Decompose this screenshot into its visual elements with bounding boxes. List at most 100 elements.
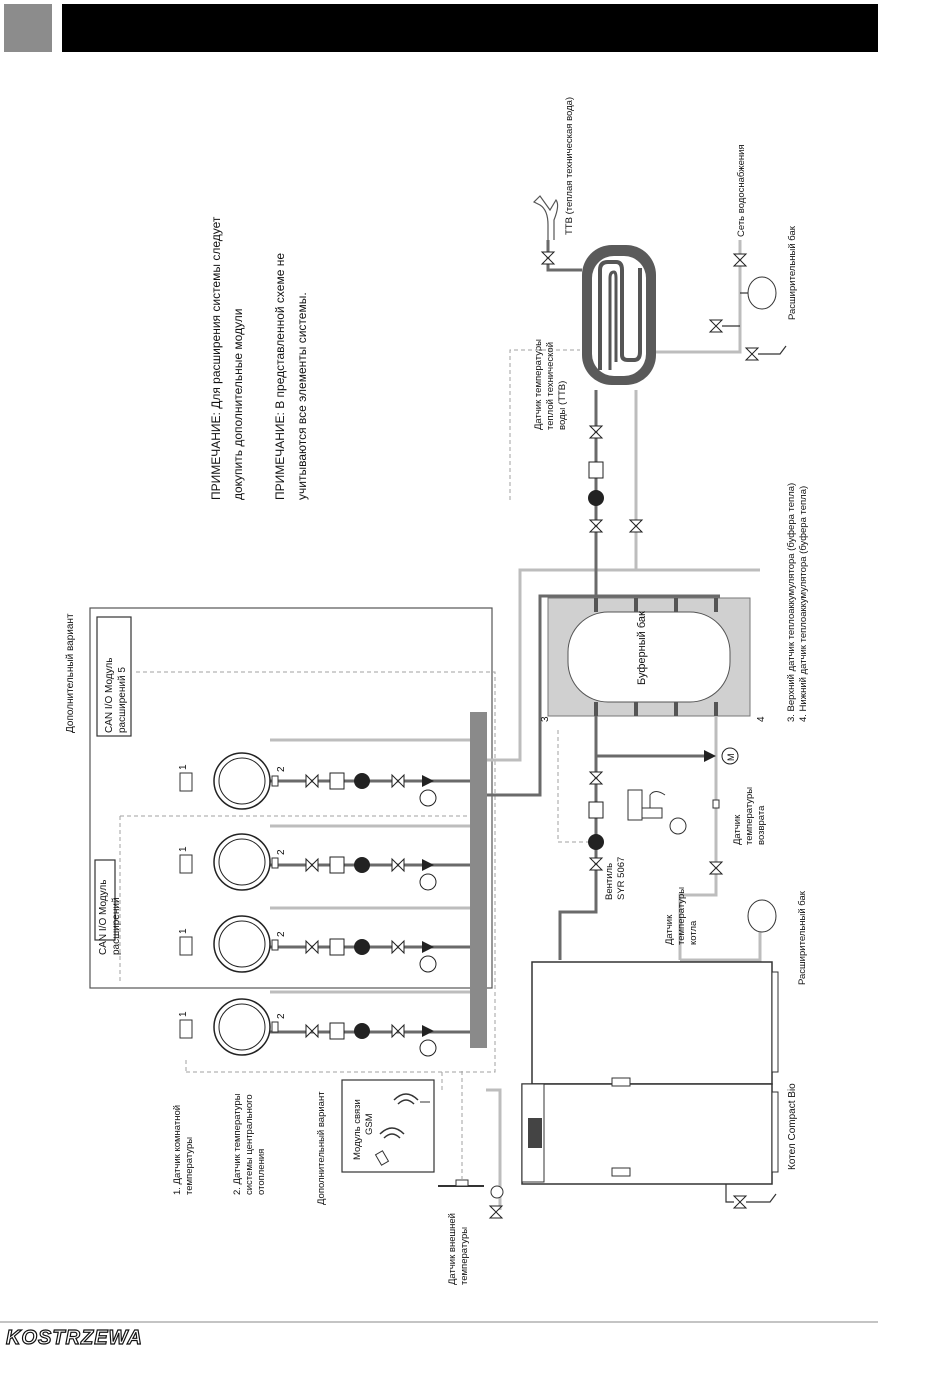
can-module-5-line1: CAN I/O Модуль xyxy=(104,658,115,733)
circuit-number-labels: 1 2 1 2 1 2 1 2 xyxy=(178,764,287,1019)
check-valve-1-icon xyxy=(329,772,345,790)
return-sensor-l1: Датчик xyxy=(732,814,743,845)
return-sensor-l2: температуры xyxy=(744,787,755,845)
check-valve-4-icon xyxy=(329,1022,345,1040)
expansion-tank-right-icon xyxy=(747,276,777,310)
return-sensor-l3: возврата xyxy=(756,805,767,845)
room-sensor-3-icon xyxy=(179,936,193,956)
dhw-sensor-l1: Датчик температуры xyxy=(533,339,544,430)
pump-1-icon xyxy=(354,773,370,789)
note2-line2: учитываются все элементы системы. xyxy=(295,292,309,500)
buffer-check-valve-icon xyxy=(588,801,604,819)
valve-syr-l2: SYR 5067 xyxy=(616,857,627,900)
return-mixing-valve-icon xyxy=(704,750,716,762)
circuit4-num1: 1 xyxy=(178,1011,189,1017)
radiator-1-icon xyxy=(213,752,271,810)
optional-variant-top-label: Дополнительный вариант xyxy=(65,613,76,733)
can-module-5-box xyxy=(96,616,132,737)
return-valve-icon xyxy=(708,861,724,875)
header-tab xyxy=(4,4,52,52)
sensor-num3: 3 xyxy=(540,716,551,722)
dhw-sensor-l3: воды (ТТВ) xyxy=(557,381,568,430)
mixing-valve-3-icon xyxy=(422,941,434,953)
buffer-tank-label: Буферный бак xyxy=(636,611,648,685)
dhw-check-valve-icon xyxy=(588,461,604,479)
room-sensor-2-icon xyxy=(179,854,193,874)
valve-3b-icon xyxy=(391,939,405,955)
circuit1-num2: 2 xyxy=(276,766,287,772)
pump-2-icon xyxy=(354,857,370,873)
circuit3-num1: 1 xyxy=(178,928,189,934)
gsm-box xyxy=(341,1079,435,1173)
pump-3-icon xyxy=(354,939,370,955)
expansion-tank-right-label: Расширительный бак xyxy=(787,225,798,320)
boiler-label: Котел Compact Bio xyxy=(787,1083,798,1170)
hot-water-label: ТТВ (теплая техническая вода) xyxy=(564,97,575,235)
can-module-5-label: CAN I/O Модуль расширений 5 xyxy=(104,658,128,733)
can-module-box xyxy=(94,859,116,941)
safety-valve-right-icon xyxy=(708,319,724,333)
gsm-l1: Модуль связи xyxy=(352,1099,363,1160)
manifold-bar xyxy=(470,712,487,1048)
gsm-label: Модуль связи GSM xyxy=(352,1099,375,1160)
outdoor-sensor-label: Датчик внешней температуры xyxy=(447,1213,470,1285)
check-valve-3-icon xyxy=(329,938,345,956)
outdoor-sensor-l2: температуры xyxy=(459,1227,470,1285)
dhw-tank xyxy=(582,245,656,385)
heating-circuit-2 xyxy=(179,824,470,891)
can-module-line1: CAN I/O Модуль xyxy=(98,880,109,955)
valve-1b-icon xyxy=(391,773,405,789)
dhw-return-valve-icon xyxy=(628,519,644,533)
ch-sensor-l1: 2. Датчик температуры xyxy=(232,1093,243,1195)
heating-circuit-3 xyxy=(179,906,470,973)
outdoor-sensor-icon xyxy=(455,1179,469,1187)
valve-4b-icon xyxy=(391,1023,405,1039)
heating-circuits: 1 2 1 2 1 2 1 2 xyxy=(178,738,470,1057)
can-module-label: CAN I/O Модуль расширений xyxy=(98,880,122,955)
boiler-display-icon xyxy=(528,1118,542,1148)
boiler xyxy=(521,961,779,1185)
return-sensor-label: Датчик температуры возврата xyxy=(732,787,767,845)
ch-sensor-l2: системы центрального xyxy=(244,1094,255,1195)
circuit3-num2: 2 xyxy=(276,931,287,937)
outdoor-sensor-l1: Датчик внешней xyxy=(447,1213,458,1285)
radiator-4-icon xyxy=(213,998,271,1056)
boiler-sensor-l2: температуры xyxy=(676,887,687,945)
dhw-valve-2-icon xyxy=(588,519,604,533)
can-module-line2: расширений xyxy=(111,897,122,955)
check-valve-2-icon xyxy=(329,856,345,874)
circuit4-num2: 2 xyxy=(276,1013,287,1019)
thermal-valve-icon xyxy=(627,789,687,835)
pump-4-icon xyxy=(354,1023,370,1039)
optional-variant-box xyxy=(89,607,493,989)
return-sensor-icon xyxy=(712,799,720,809)
boiler-sensor-l3: котла xyxy=(688,920,699,945)
gsm-l2: GSM xyxy=(364,1113,375,1135)
buffer-valve-1-icon xyxy=(588,771,604,785)
circuit2-num2: 2 xyxy=(276,849,287,855)
circuit1-num1: 1 xyxy=(178,764,189,770)
ch-sensor-l3: отопления xyxy=(256,1149,267,1195)
hot-water-tap-icon xyxy=(532,195,559,240)
dhw-sensor-l2: теплой технической xyxy=(545,342,556,430)
heating-circuit-4 xyxy=(179,990,470,1057)
buffer-pump-icon xyxy=(588,834,604,850)
dhw-pump-icon xyxy=(588,490,604,506)
legend-4: 4. Нижний датчик теплоаккумулятора (буфе… xyxy=(798,486,809,722)
circuit2-num1: 1 xyxy=(178,846,189,852)
valve-syr-label: Вентиль SYR 5067 xyxy=(604,857,627,900)
room-sensor-l1: 1. Датчик комнатной xyxy=(172,1105,183,1195)
valve-1a-icon xyxy=(305,773,319,789)
gsm-signal-icon xyxy=(374,1093,430,1166)
radiator-2-icon xyxy=(213,833,271,891)
note1-line2: докупить дополнительные модули xyxy=(231,308,245,500)
pressure-gauge-icon xyxy=(490,1185,504,1199)
motor-label: M xyxy=(726,754,736,762)
safety-valve-bottom-icon xyxy=(488,1205,504,1219)
boiler-sensor-l1: Датчик xyxy=(664,914,675,945)
valve-syr-l1: Вентиль xyxy=(604,863,615,900)
mixing-valve-4-icon xyxy=(422,1025,434,1037)
room-sensor-legend: 1. Датчик комнатной температуры xyxy=(172,1105,195,1195)
water-supply-label: Сеть водоснабжения xyxy=(736,144,747,237)
